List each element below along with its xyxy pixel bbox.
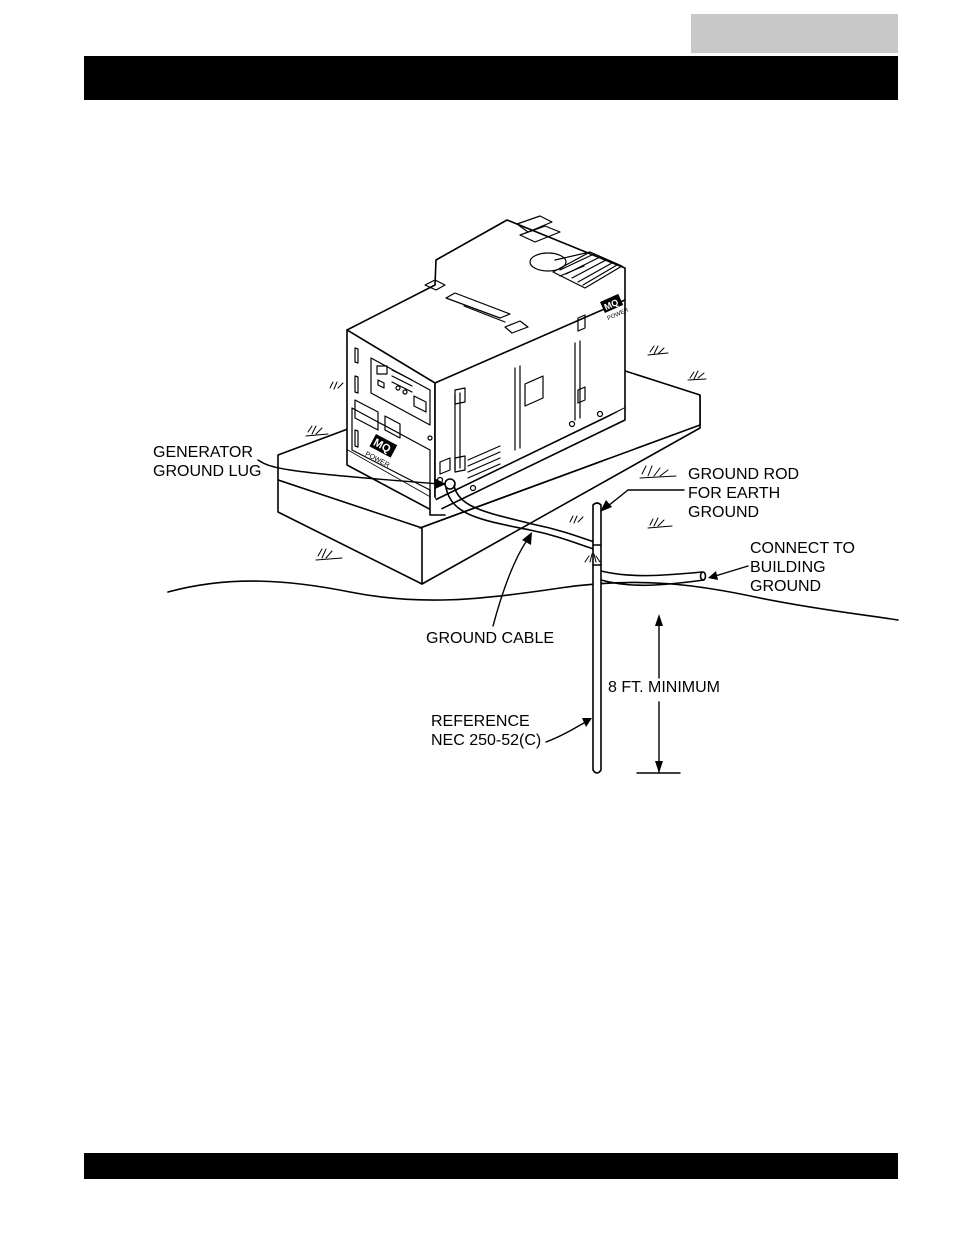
footer-bar	[84, 1153, 898, 1179]
label-line: GROUND	[688, 504, 760, 521]
ground-cable	[444, 478, 598, 551]
label-line: GROUND	[750, 578, 822, 595]
label-ground-rod: GROUND ROD FOR EARTH GROUND	[688, 465, 799, 522]
leader-connect-building	[711, 565, 749, 578]
leader-ground-rod	[602, 489, 685, 511]
arrowheads	[434, 478, 718, 727]
label-line: GENERATOR	[153, 444, 253, 461]
label-line: BUILDING	[750, 559, 826, 576]
label-line: GROUND ROD	[688, 466, 800, 483]
ground-surface-line	[167, 580, 899, 621]
label-line: REFERENCE	[431, 713, 530, 730]
dimension-arrowheads	[655, 614, 663, 773]
label-line: CONNECT TO	[750, 540, 855, 557]
building-ground-cable	[600, 570, 707, 587]
leader-reference	[545, 719, 590, 743]
side-panel-details	[439, 314, 604, 492]
front-panel-details	[351, 347, 444, 491]
label-line: GROUND LUG	[153, 463, 262, 480]
depth-dimension	[636, 619, 681, 774]
roof-details	[424, 215, 623, 334]
generator-enclosure	[346, 219, 626, 516]
grass-tufts	[305, 345, 707, 563]
label-line: NEC 250-52(C)	[431, 732, 542, 749]
label-generator-ground-lug: GENERATOR GROUND LUG	[153, 443, 261, 481]
label-reference: REFERENCE NEC 250-52(C)	[431, 712, 541, 750]
leader-ground-lug	[257, 459, 441, 485]
ground-rod	[592, 502, 602, 774]
section-tab	[691, 14, 898, 53]
label-connect-building: CONNECT TO BUILDING GROUND	[750, 539, 855, 596]
label-line: FOR EARTH	[688, 485, 781, 502]
label-ground-cable: GROUND CABLE	[426, 630, 555, 647]
leader-ground-cable	[492, 535, 531, 627]
label-min-depth: 8 FT. MINIMUM	[608, 679, 720, 696]
header-bar	[84, 56, 898, 100]
